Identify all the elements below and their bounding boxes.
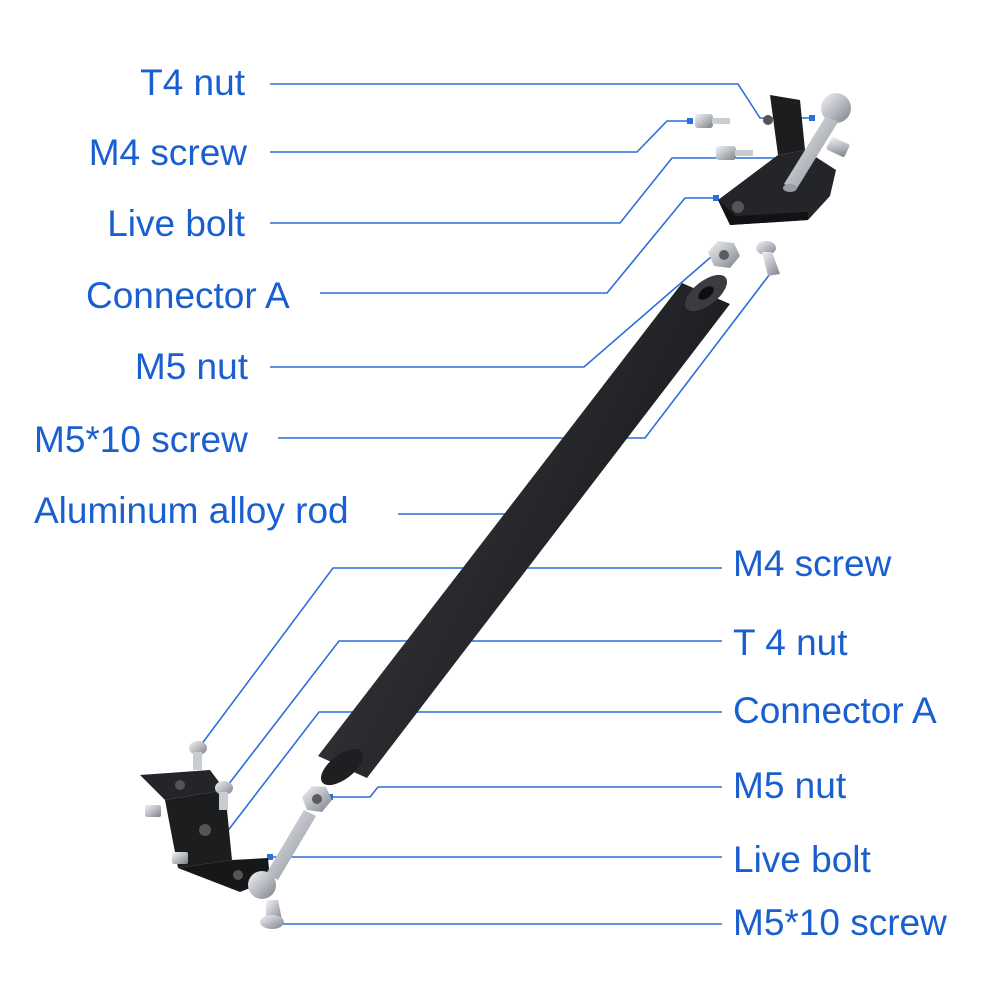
leader-live-bolt-top [270, 157, 798, 224]
aluminum-rod [318, 274, 730, 786]
label-connector-a-top: Connector A [86, 275, 290, 316]
leader-lines [200, 83, 812, 925]
label-connector-a-bottom: Connector A [733, 690, 937, 731]
leader-connector-a-bottom [212, 711, 722, 851]
bottom-m4-screws [189, 741, 233, 810]
label-aluminum-rod: Aluminum alloy rod [34, 490, 349, 531]
top-m4-screws [695, 114, 753, 160]
leader-m5-screw-top [278, 269, 774, 439]
label-m5-nut-bottom: M5 nut [733, 765, 847, 806]
leader-m4-screw-top [270, 120, 690, 153]
label-live-bolt-bottom: Live bolt [733, 839, 871, 880]
label-m5-screw-bottom: M5*10 screw [733, 902, 947, 943]
bottom-m5-nut [302, 786, 332, 812]
top-m5-screw [756, 241, 780, 276]
label-m4-screw-bottom: M4 screw [733, 543, 892, 584]
label-m5-nut-top: M5 nut [134, 346, 248, 387]
label-t4-nut-top: T4 nut [140, 62, 245, 103]
top-m5-nut [708, 241, 740, 268]
bottom-m5-screw [260, 900, 284, 929]
bottom-bracket [140, 770, 270, 892]
leader-connector-a-top [320, 197, 716, 294]
leader-t4-nut-bottom [217, 640, 722, 799]
leader-t4-nut-top [270, 83, 812, 119]
top-live-bolt [783, 93, 851, 192]
label-t4-nut-bottom: T 4 nut [733, 622, 848, 663]
label-m5-screw-top: M5*10 screw [34, 419, 248, 460]
leader-m4-screw-bottom [200, 567, 722, 746]
label-live-bolt-top: Live bolt [107, 203, 245, 244]
bottom-live-bolt [248, 810, 316, 899]
leader-m5-nut-bottom [330, 786, 722, 798]
leader-m5-nut-top [270, 249, 720, 368]
label-m4-screw-top: M4 screw [88, 132, 247, 173]
